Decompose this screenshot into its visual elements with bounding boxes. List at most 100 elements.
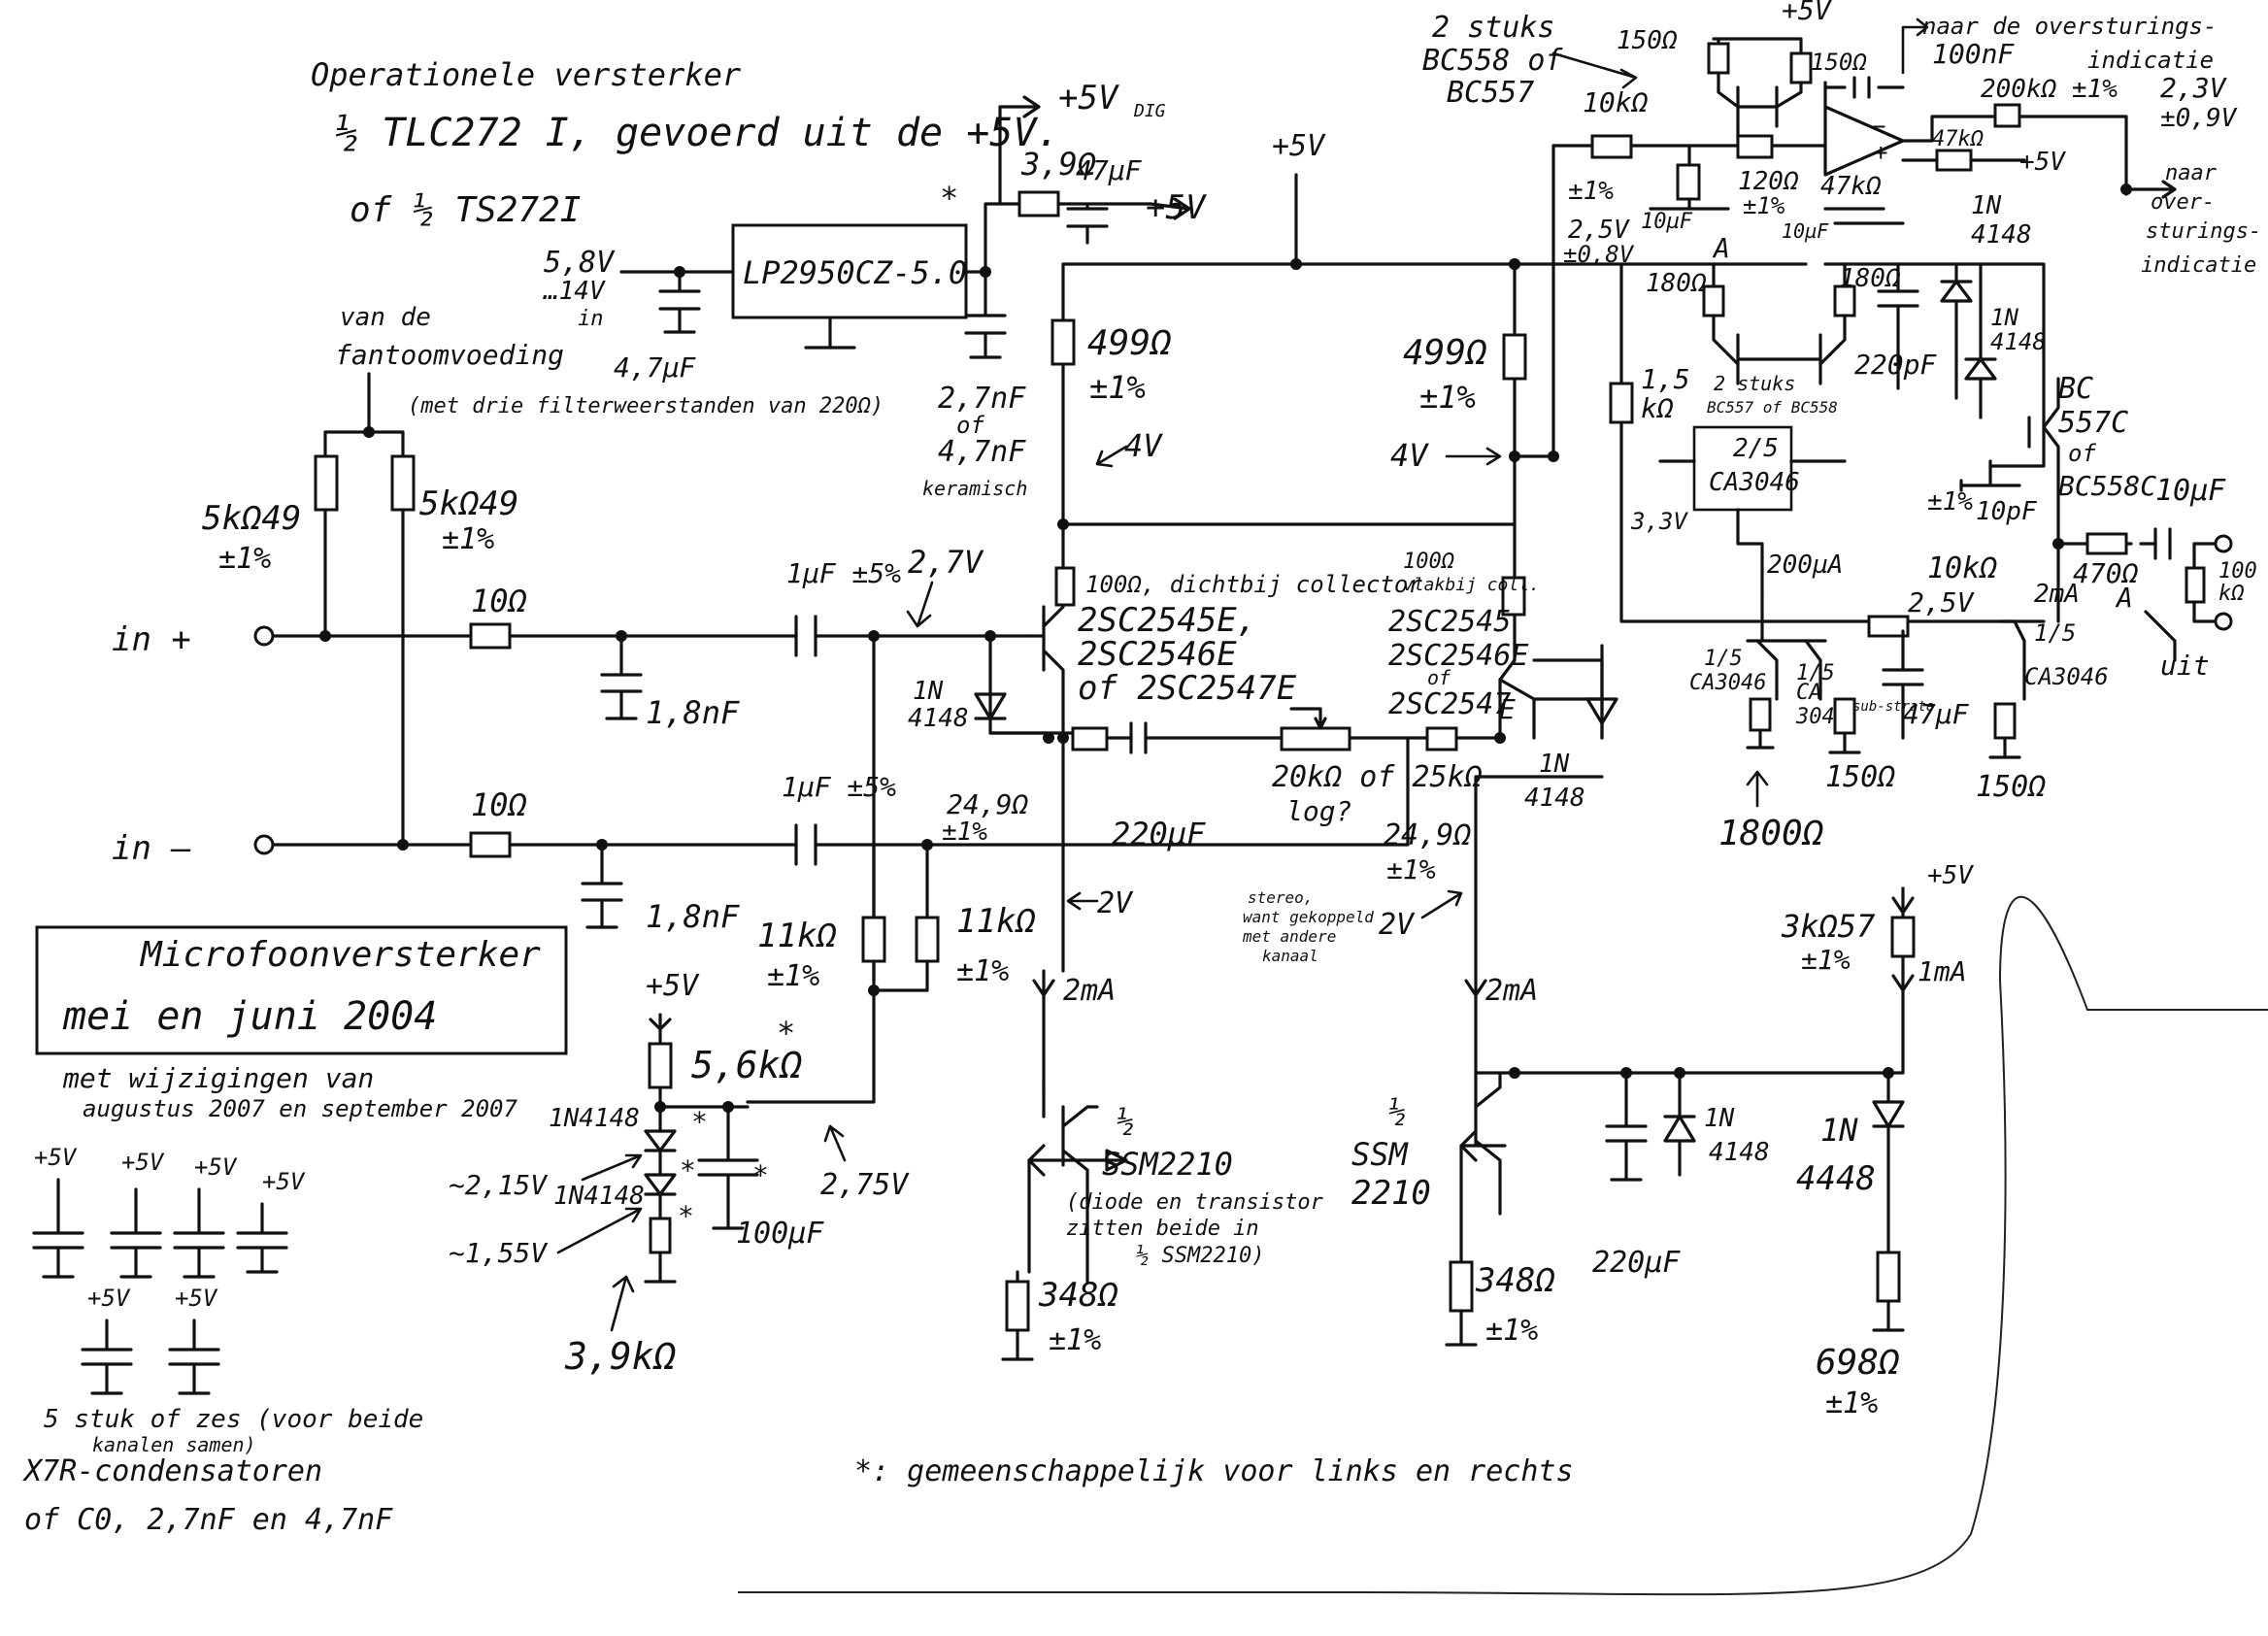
plus5v-top: +5V xyxy=(1272,129,1326,163)
wire xyxy=(1649,144,1730,211)
res-1800-label: 1800Ω xyxy=(1718,814,1824,853)
dec-p3: +5V xyxy=(194,1153,238,1181)
pot-label2: log? xyxy=(1286,795,1351,827)
res-1k5-unit: kΩ xyxy=(1641,392,1674,424)
ovl-pnp-arrow xyxy=(1551,51,1638,89)
pot-wiper[interactable] xyxy=(1289,707,1327,730)
ovl-r200k: 200kΩ ±1% xyxy=(1981,75,2118,104)
ovl-r47k2: 47kΩ xyxy=(1932,127,1984,151)
pot-20k[interactable] xyxy=(1280,726,1351,751)
bc557c xyxy=(2027,377,2060,546)
in-minus-terminal[interactable] xyxy=(253,834,275,855)
cap-220p xyxy=(1877,262,1919,390)
q1-label2: 2SC2546E xyxy=(1078,635,1237,674)
cap-10p xyxy=(1959,425,2046,492)
emitter-row xyxy=(988,731,1502,740)
cap-47u-b-label: 47µF xyxy=(1903,698,1970,730)
out-terminal-top[interactable] xyxy=(2214,534,2233,553)
transistor-q1 xyxy=(1027,571,1065,740)
res-180-a-label: 180Ω xyxy=(1646,269,1707,298)
diode-b-label1: 1N xyxy=(1539,750,1570,779)
bias-star1: * xyxy=(691,1106,708,1138)
out-a: A xyxy=(2115,582,2133,614)
v155-label: ~1,55V xyxy=(449,1237,549,1269)
junction xyxy=(654,1101,666,1113)
res-499-b-label: 499Ω xyxy=(1403,333,1487,373)
res-3e9 xyxy=(1017,190,1060,217)
junction xyxy=(397,839,409,851)
res-348-b xyxy=(1449,1260,1474,1313)
cap-1n8-b-label: 1,8nF xyxy=(646,898,740,935)
junction xyxy=(363,426,375,438)
ovl-res-10k xyxy=(1590,134,1633,159)
back-r10k: 10kΩ xyxy=(1927,551,1997,585)
wire-2ma-b xyxy=(1464,775,1487,1075)
title-box-title: Microfoonversterker xyxy=(139,935,541,975)
ovl-v23: 2,3V xyxy=(2160,72,2228,104)
out-terminal-bottom[interactable] xyxy=(2214,612,2233,631)
bias-star3: * xyxy=(678,1200,694,1232)
junction xyxy=(1548,451,1559,462)
in-plus-terminal[interactable] xyxy=(253,625,275,647)
res-1k5 xyxy=(1609,382,1634,424)
q2-label5: E xyxy=(1499,693,1516,725)
v4-b-arrow xyxy=(1445,447,1502,466)
plus5v-dig-sub: DIG xyxy=(1133,101,1166,121)
ovl-plus5v: +5V xyxy=(1782,0,1833,26)
phantom-legs xyxy=(323,508,405,847)
ca3046-label2: CA3046 xyxy=(1709,468,1800,497)
out-res-470 xyxy=(2085,532,2128,555)
out-res-100k xyxy=(2185,566,2206,604)
dec-cap5 xyxy=(81,1319,133,1395)
ovl-c100n: 100nF xyxy=(1932,38,2015,70)
res-3e9-label: 3,9Ω xyxy=(1020,146,1097,183)
res-348-a-label: 348Ω xyxy=(1038,1276,1118,1315)
ovl-naar6: indicatie xyxy=(2141,253,2256,278)
back-dc-label1: 1N xyxy=(1971,191,2002,220)
ua200-label: 200µA xyxy=(1767,551,1843,580)
ovl-v23tol: ±0,9V xyxy=(2160,104,2238,133)
dec-p2: +5V xyxy=(121,1149,165,1176)
cap-220u-label: 220µF xyxy=(1112,816,1206,852)
res-1k5-label: 1,5 xyxy=(1641,363,1690,395)
dec-cap2 xyxy=(110,1187,162,1279)
res-5k6-label: 5,6kΩ xyxy=(691,1044,803,1086)
wire xyxy=(1474,644,1604,779)
ovl-plus5v2: +5V xyxy=(2019,148,2066,177)
junction xyxy=(2052,538,2064,550)
stereo-note4: kanaal xyxy=(1262,947,1318,965)
ovl-out xyxy=(1901,115,2128,196)
wire xyxy=(2192,542,2216,623)
pnp-pair-label2: BC557 of BC558 xyxy=(1707,398,1838,417)
ref-1ma: 1mA xyxy=(1918,955,1967,987)
ovl-res-120 xyxy=(1736,134,1774,159)
q1-label1: 2SC2545E, xyxy=(1078,601,1256,640)
v2-b: 2V xyxy=(1379,908,1416,942)
ovl-naar5: sturings- xyxy=(2146,219,2261,244)
wire xyxy=(746,959,929,1104)
stereo-note2: want gekoppeld xyxy=(1243,908,1374,926)
ovl-pnp1: 2 stuks xyxy=(1432,11,1554,45)
v275-label: 2,75V xyxy=(820,1168,910,1202)
phantom-title2: fantoomvoeding xyxy=(335,339,564,371)
res-3k57-label: 3kΩ57 xyxy=(1781,908,1875,945)
ssm-right-diode xyxy=(1459,1129,1507,1264)
dec-note1: 5 stuk of zes (voor beide xyxy=(44,1405,423,1434)
dec-note3: X7R-condensatoren xyxy=(22,1454,322,1488)
v4-a: 4V xyxy=(1124,427,1163,464)
ssm-right-label2: SSM xyxy=(1351,1136,1410,1173)
ssm-left-label2: SSM2210 xyxy=(1102,1146,1233,1183)
ovl-pnp-pair xyxy=(1717,71,1803,128)
res-5k6 xyxy=(648,1042,673,1089)
q1-label3: of 2SC2547E xyxy=(1078,669,1297,708)
bias-plus5v: +5V xyxy=(646,969,700,1003)
res-348-a-tol: ±1% xyxy=(1049,1323,1101,1357)
ref-d-label1: 1N xyxy=(1820,1112,1858,1149)
out-r470: 470Ω xyxy=(2073,557,2139,589)
ovl-r150a: 150Ω xyxy=(1617,26,1678,55)
cap-4u7-label: 4,7µF xyxy=(614,351,696,384)
wire xyxy=(1988,736,2021,759)
cap-4u7 xyxy=(658,270,701,334)
cap-1u-b xyxy=(794,823,817,866)
ovl-res-47k2 xyxy=(1935,149,1973,172)
